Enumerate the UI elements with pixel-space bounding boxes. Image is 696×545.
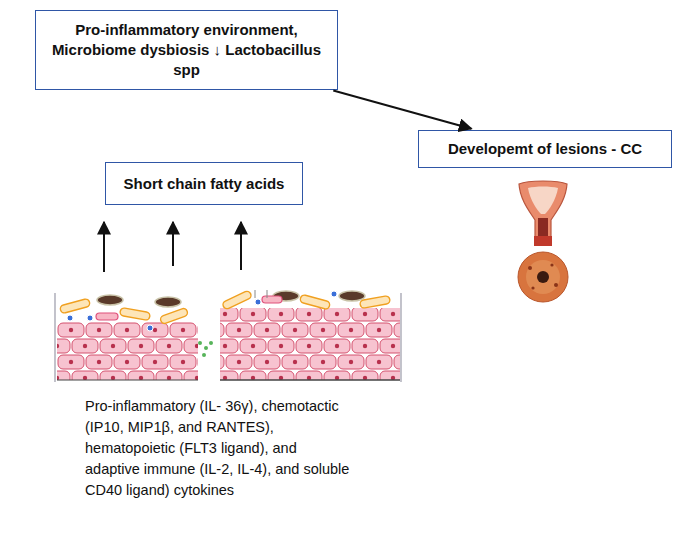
box-text: Short chain fatty acids — [124, 174, 285, 194]
coccus — [255, 299, 261, 305]
uterus-icon — [519, 181, 567, 246]
epithelium-layer — [220, 308, 400, 380]
bacillus — [96, 313, 118, 320]
lesion-spot — [554, 283, 558, 287]
lesion-spot — [528, 266, 532, 270]
process-box: Developemt of lesions - CC — [418, 130, 672, 168]
scfa-dot — [198, 341, 202, 345]
tick-mark — [267, 290, 268, 298]
secretion-arrow — [240, 222, 242, 270]
coccus — [147, 325, 153, 331]
cocobacillus — [339, 291, 365, 301]
basement-line — [220, 379, 400, 381]
scfa-dot — [202, 353, 206, 357]
basement-line — [57, 380, 198, 381]
cocobacillus — [155, 297, 181, 307]
tissue-border — [400, 293, 401, 382]
cytokine-note: Pro-inflammatory (IL- 36γ), chemotactic … — [85, 396, 355, 501]
bacillus — [299, 294, 330, 309]
scfa-dot — [204, 346, 208, 350]
bacillus — [120, 307, 151, 320]
bacillus — [159, 307, 188, 324]
cervix-tissue — [534, 236, 552, 246]
lesion-spot — [550, 263, 553, 266]
box-text: Pro-inflammatory environment, Microbiome… — [52, 20, 322, 80]
process-box: Short chain fatty acids — [105, 162, 303, 205]
scfa-dot — [209, 341, 213, 345]
tissue-border — [54, 293, 55, 382]
uterus-body — [519, 181, 567, 244]
cervix-icon — [518, 252, 568, 302]
uterus-cavity — [528, 187, 558, 215]
box-text: Developemt of lesions - CC — [448, 139, 642, 159]
cocobacillus — [97, 295, 123, 305]
microbiome — [59, 290, 390, 357]
bacillus — [59, 298, 90, 313]
epithelium-layer — [57, 322, 198, 380]
cervix-ring — [526, 260, 560, 294]
coccus — [67, 315, 73, 321]
cervical-os — [537, 271, 549, 283]
bacillus — [262, 296, 282, 303]
tick-mark — [255, 290, 256, 298]
secretion-arrow — [103, 222, 105, 272]
cervix-surface — [518, 252, 568, 302]
flow-arrow — [333, 91, 471, 129]
bacillus — [222, 290, 253, 310]
coccus — [87, 315, 93, 321]
lesion-spot — [531, 286, 534, 289]
process-box: Pro-inflammatory environment, Microbiome… — [35, 10, 338, 90]
secretion-arrow — [172, 222, 174, 266]
bacillus — [360, 295, 391, 308]
coccus — [331, 291, 337, 297]
